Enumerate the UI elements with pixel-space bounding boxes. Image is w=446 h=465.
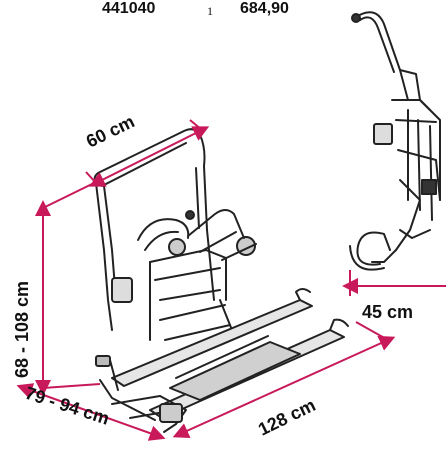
- dimension-label-height: 68 - 108 cm: [12, 281, 32, 378]
- price: 684,90: [240, 0, 289, 17]
- folded-dimension: [342, 270, 446, 296]
- dimension-label-width: 60 cm: [83, 111, 138, 151]
- dimension-label-base-width: 79 - 94 cm: [23, 383, 112, 429]
- dimension-label-depth: 45 cm: [362, 302, 413, 322]
- dimension-lines: [16, 119, 396, 441]
- article-code: 441040: [102, 0, 156, 17]
- quantity: 1: [207, 4, 213, 18]
- carrier-unfolded: [93, 128, 349, 433]
- dimension-label-rail-length: 128 cm: [255, 395, 319, 440]
- carrier-folded: [349, 11, 441, 271]
